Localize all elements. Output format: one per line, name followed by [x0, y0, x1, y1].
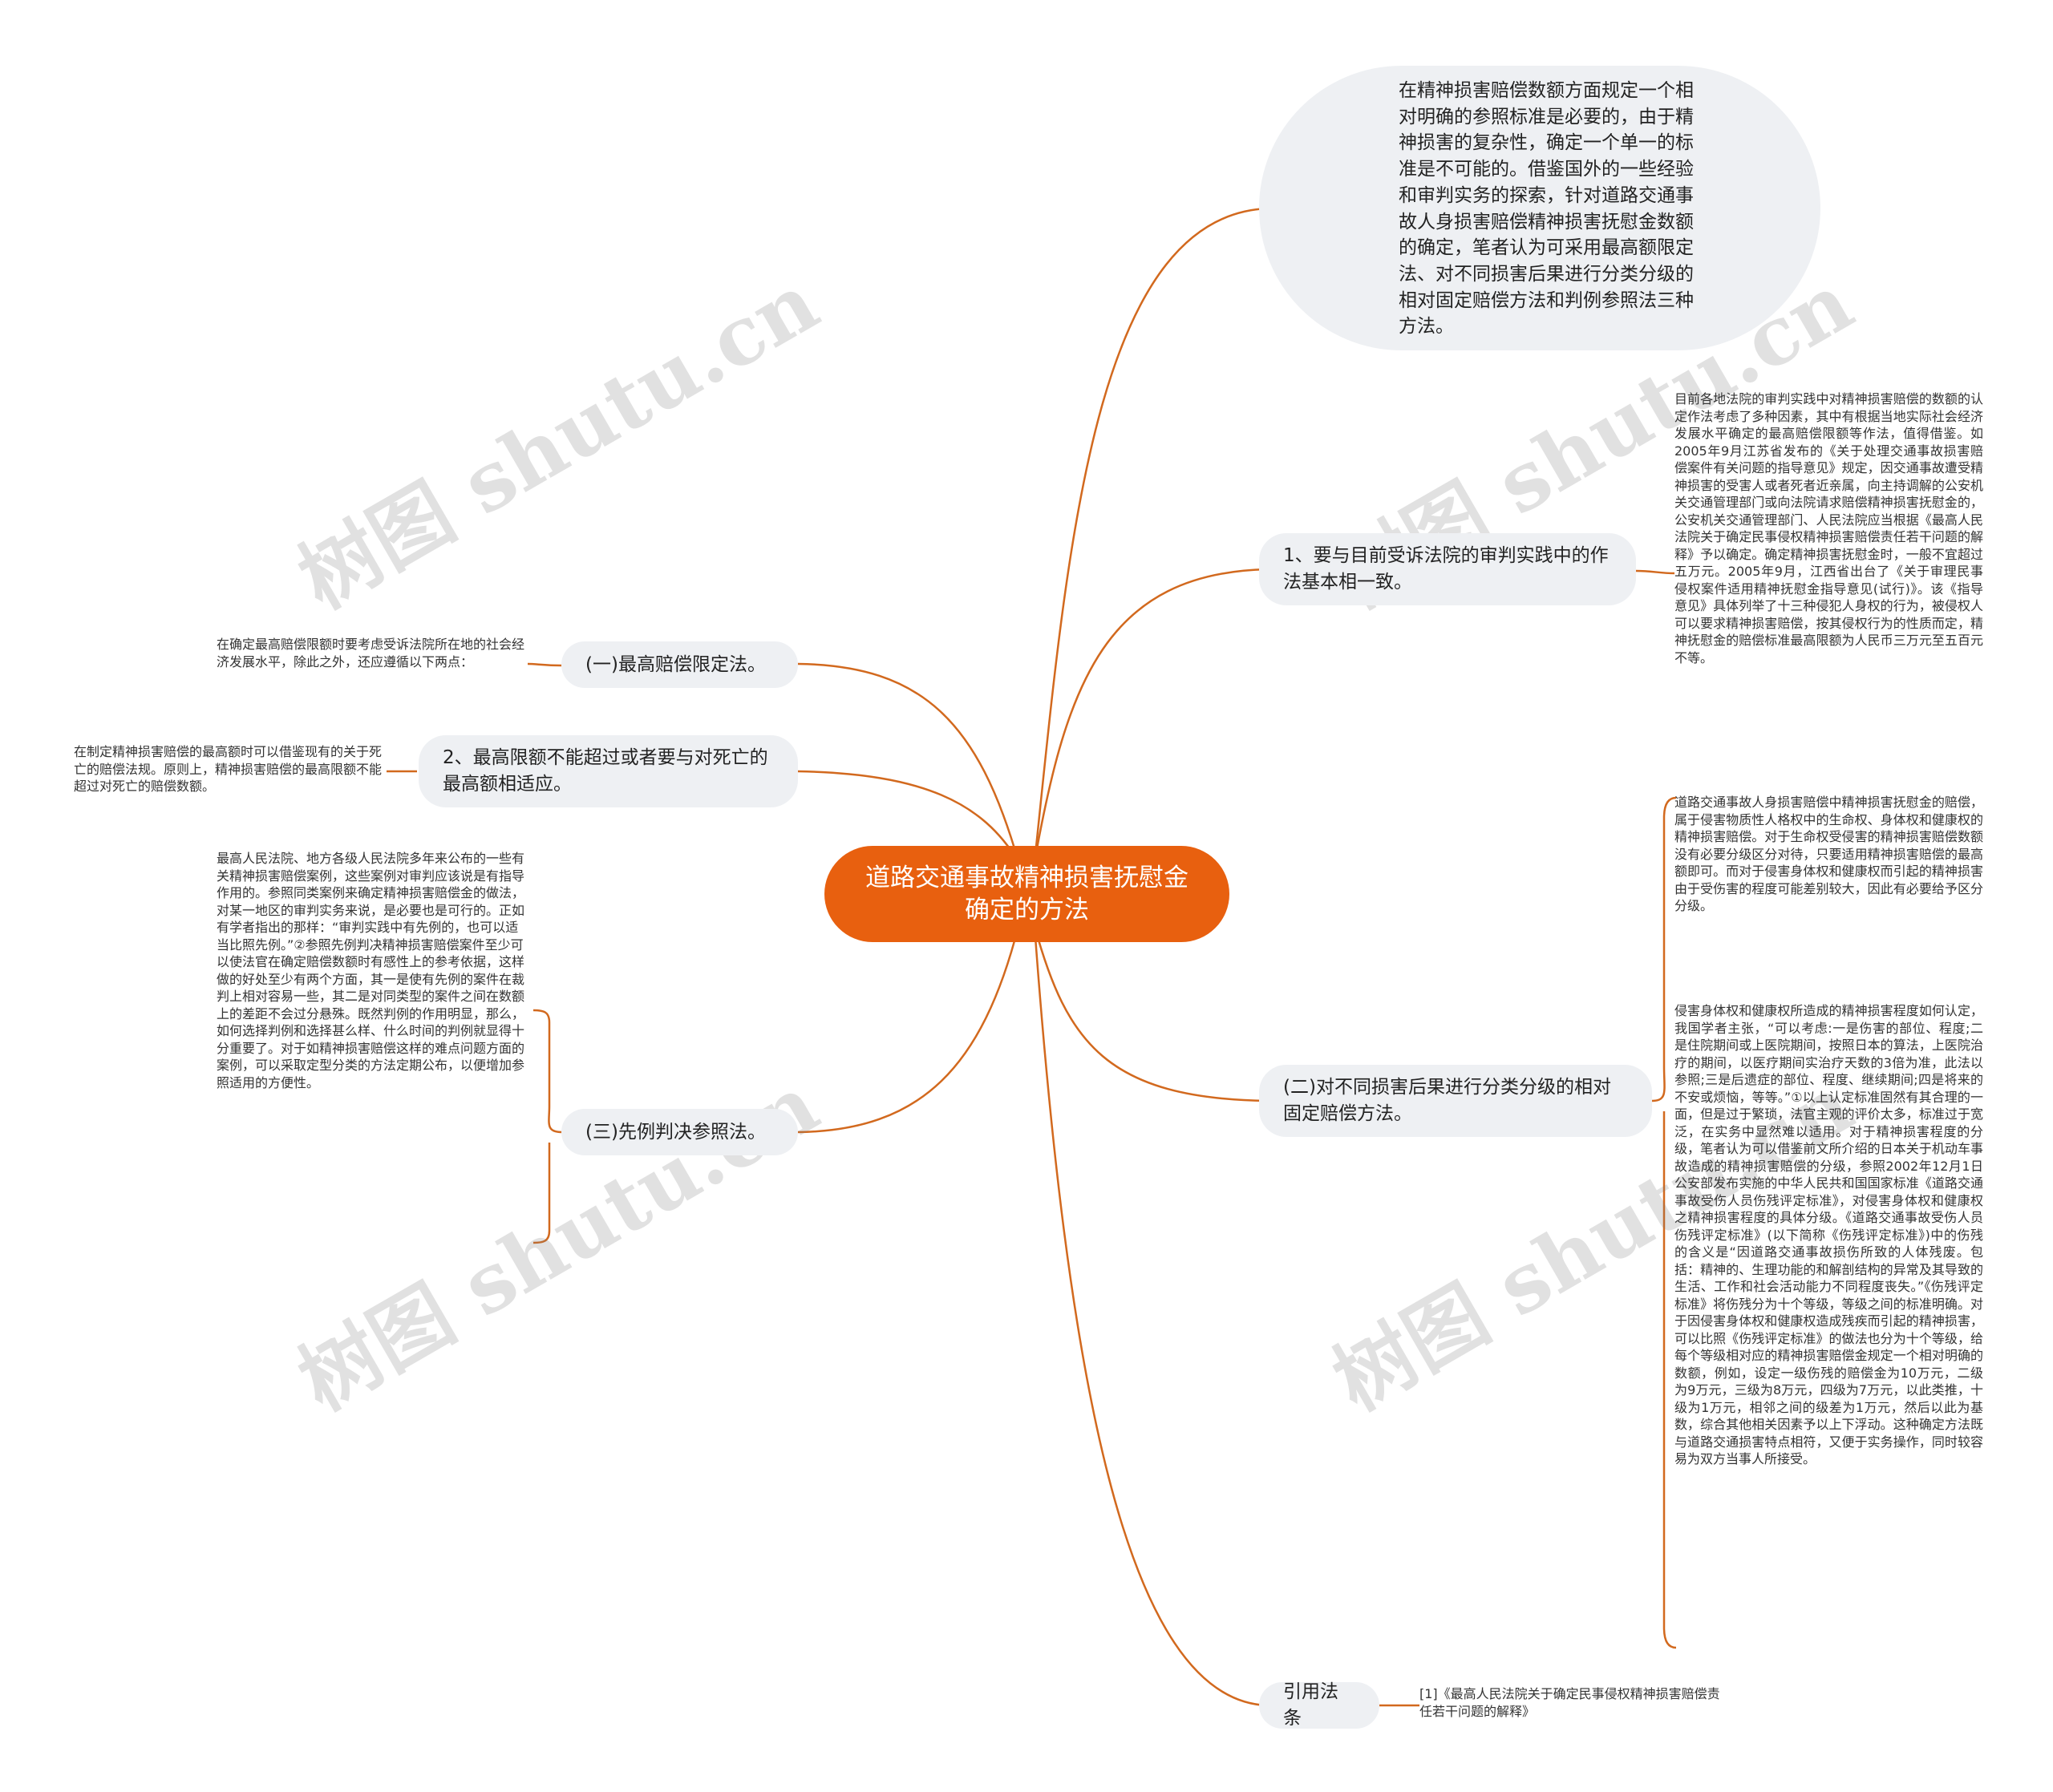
topic-law[interactable]: 引用法条 [1259, 1681, 1379, 1729]
link-intro [1033, 207, 1268, 863]
link-practice-detail [1635, 569, 1675, 575]
topic-law-label: 引用法条 [1283, 1681, 1338, 1729]
topic-max-amount[interactable]: (一)最高赔偿限定法。 [561, 641, 798, 688]
link-max [797, 662, 1020, 863]
topic-graded-label: (二)对不同损害后果进行分类分级的相对固定赔偿方法。 [1283, 1077, 1611, 1124]
link-graded [1033, 925, 1268, 1102]
law-detail: [1]《最高人民法院关于确定民事侵权精神损害赔偿责任若干问题的解释》 [1419, 1686, 1720, 1719]
link-precedent [797, 925, 1020, 1134]
topic-practice[interactable]: 1、要与目前受诉法院的审判实践中的作法基本相一致。 [1259, 533, 1636, 605]
intro-bubble[interactable]: 在精神损害赔偿数额方面规定一个相对明确的参照标准是必要的，由于精神损害的复杂性，… [1259, 66, 1820, 350]
central-title: 道路交通事故精神损害抚慰金确定的方法 [865, 864, 1188, 924]
topic-death-limit[interactable]: 2、最高限额不能超过或者要与对死亡的最高额相适应。 [419, 735, 798, 807]
death-limit-detail: 在制定精神损害赔偿的最高额时可以借鉴现有的关于死亡的赔偿法规。原则上，精神损害赔… [74, 744, 383, 794]
topic-max-amount-label: (一)最高赔偿限定法。 [585, 653, 766, 675]
link-death [797, 770, 1020, 863]
graded-detail-2: 侵害身体权和健康权所造成的精神损害程度如何认定，我国学者主张，“可以考虑:一是伤… [1674, 1003, 1983, 1466]
topic-precedent-label: (三)先例判决参照法。 [585, 1121, 766, 1143]
central-topic[interactable]: 道路交通事故精神损害抚慰金确定的方法 [824, 846, 1229, 942]
graded-detail-1: 道路交通事故人身损害赔偿中精神损害抚慰金的赔偿，属于侵害物质性人格权中的生命权、… [1674, 795, 1983, 913]
practice-detail: 目前各地法院的审判实践中对精神损害赔偿的数额的认定作法考虑了多种因素，其中有根据… [1674, 391, 1983, 665]
precedent-detail: 最高人民法院、地方各级人民法院多年来公布的一些有关精神损害赔偿案例，这些案例对审… [217, 851, 525, 1090]
topic-precedent[interactable]: (三)先例判决参照法。 [561, 1109, 798, 1155]
bracket-precedent [532, 1009, 562, 1244]
max-amount-detail: 在确定最高赔偿限额时要考虑受诉法院所在地的社会经济发展水平，除此之外，还应遵循以… [217, 637, 525, 669]
topic-death-limit-label: 2、最高限额不能超过或者要与对死亡的最高额相适应。 [443, 747, 768, 795]
topic-practice-label: 1、要与目前受诉法院的审判实践中的作法基本相一致。 [1283, 545, 1609, 593]
bracket-graded [1651, 796, 1677, 1649]
link-practice [1033, 568, 1268, 863]
intro-text: 在精神损害赔偿数额方面规定一个相对明确的参照标准是必要的，由于精神损害的复杂性，… [1399, 80, 1694, 338]
link-law [1033, 925, 1268, 1707]
topic-graded[interactable]: (二)对不同损害后果进行分类分级的相对固定赔偿方法。 [1259, 1065, 1652, 1137]
link-max-detail [527, 662, 562, 667]
